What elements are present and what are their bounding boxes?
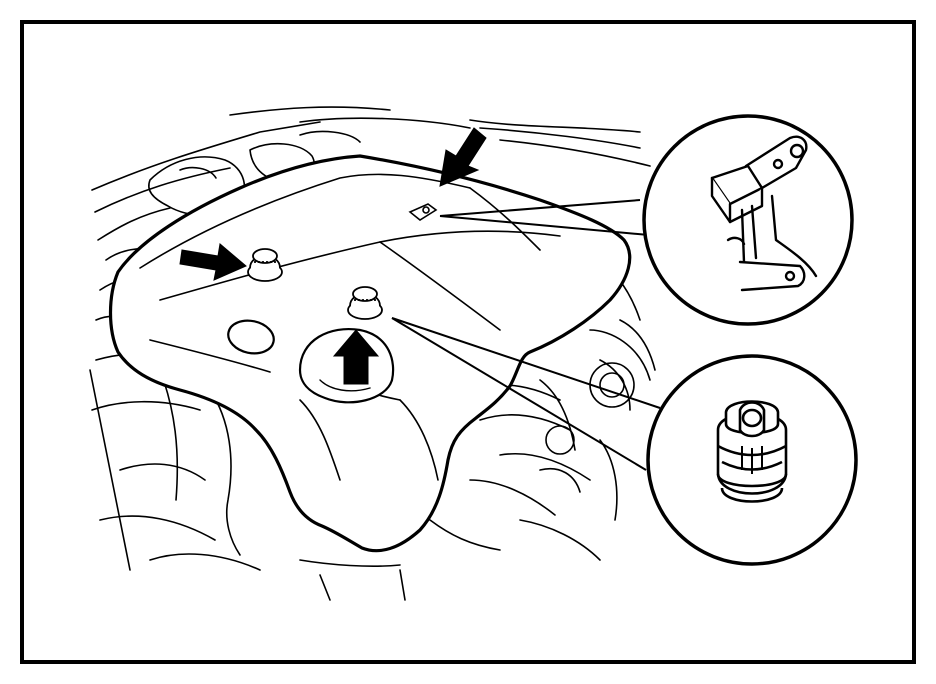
arrow-icon-up <box>332 329 380 385</box>
callout-leader-lines <box>391 199 661 471</box>
grommet-icon <box>716 400 788 503</box>
arrow-icon-top-right <box>439 127 487 187</box>
grommet-callout <box>646 354 858 566</box>
hinge-clip-callout <box>642 114 854 326</box>
callout-circle-top <box>642 114 854 326</box>
push-clip-left <box>247 248 283 282</box>
hinge-clip-small <box>408 203 438 221</box>
cover-oval-recess <box>227 319 275 355</box>
hinge-clip-icon <box>710 135 818 292</box>
arrow-icon-left <box>179 243 247 281</box>
engine-bay-background <box>89 106 656 601</box>
push-clip-center <box>347 286 383 320</box>
